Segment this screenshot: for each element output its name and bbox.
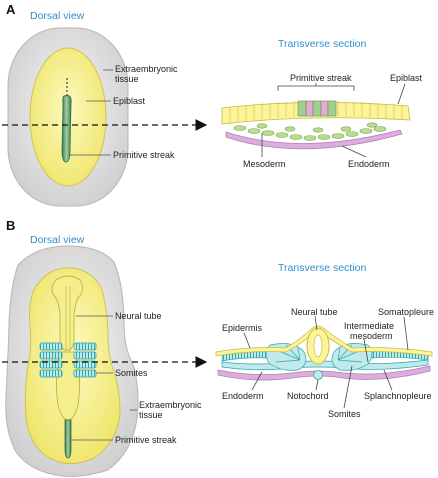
panel-a-extraembryonic-label-2: tissue	[115, 74, 139, 84]
panel-a-extraembryonic-label-1: Extraembryonic	[115, 64, 178, 74]
panel-b-section-neural-tube-label: Neural tube	[291, 307, 338, 317]
panel-b-section-epidermis	[215, 325, 433, 357]
panel-b-neural-tube-label: Neural tube	[115, 311, 162, 321]
panel-b-section-notochord	[313, 370, 323, 380]
panel-b-somites-label: Somites	[115, 368, 148, 378]
panel-b-epidermis-label: Epidermis	[222, 323, 263, 333]
panel-b-dorsal-title: Dorsal view	[30, 234, 85, 246]
panel-b-dorsal-embryo	[5, 245, 139, 477]
panel-a-transverse-section	[221, 100, 411, 150]
panel-b-section-title: Transverse section	[278, 262, 367, 274]
panel-b-section-leaders	[243, 315, 409, 409]
panel-a-dorsal-embryo	[7, 27, 129, 207]
panel-a-epiblast-cell-lines	[229, 101, 403, 123]
panel-b-somites	[39, 342, 97, 378]
panel-a-section-epiblast-label: Epiblast	[390, 73, 423, 83]
panel-b-somatopleure-label: Somatopleure	[378, 307, 435, 317]
panel-a-leader-lines	[70, 69, 113, 156]
panel-a-endoderm-label: Endoderm	[348, 159, 390, 169]
panel-a-section-mesoderm	[233, 122, 387, 141]
panel-a-primitive-streak	[61, 95, 72, 163]
panel-a-primitive-streak-label: Primitive streak	[113, 150, 175, 160]
panel-b-transverse-section	[215, 325, 433, 381]
panel-b-extraembryonic-label-2: tissue	[139, 410, 163, 420]
panel-b-primitive-streak-label: Primitive streak	[115, 435, 177, 445]
panel-b-intermediate-label-1: Intermediate	[344, 321, 395, 331]
panel-b-section-lateral-plate	[221, 359, 429, 371]
panel-b-notochord-label: Notochord	[287, 391, 329, 401]
panel-b-extraembryonic-label-1: Extraembryonic	[139, 400, 202, 410]
panel-a-section-title: Transverse section	[278, 38, 367, 50]
panel-b-leader-lines	[71, 315, 137, 441]
panel-b-splanchnopleure-label: Splanchnopleure	[364, 391, 432, 401]
panel-a-section-leaders	[261, 83, 406, 158]
panel-b-section-somites-label: Somites	[328, 409, 361, 419]
panel-a-section-endoderm	[225, 129, 403, 150]
panel-b-section-endoderm	[217, 365, 431, 381]
panel-b-primitive-streak	[64, 419, 72, 459]
panel-b-section-neural-tube-lumen	[313, 334, 323, 358]
panel-a-section-streak-cells	[297, 100, 337, 117]
panel-b-endoderm-label: Endoderm	[222, 391, 264, 401]
panel-a-letter: A	[6, 2, 16, 17]
panel-a-mesoderm-label: Mesoderm	[243, 159, 286, 169]
panel-a-dorsal-title: Dorsal view	[30, 10, 85, 22]
panel-b-neural-tube	[51, 275, 83, 351]
panel-a-epiblast-label: Epiblast	[113, 96, 146, 106]
panel-a-section-streak-label: Primitive streak	[290, 73, 352, 83]
panel-b-intermediate-label-2: mesoderm	[350, 331, 393, 341]
panel-b-letter: B	[6, 218, 16, 233]
